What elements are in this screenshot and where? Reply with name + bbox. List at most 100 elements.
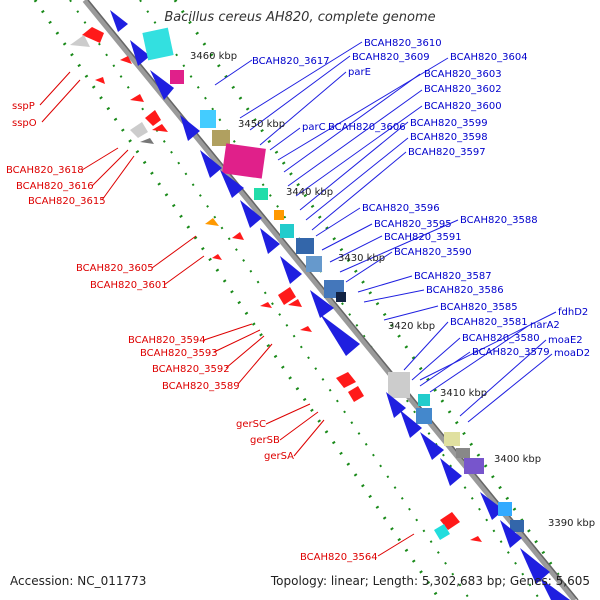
scale-label: 3420 kbp [388,321,435,332]
reverse-gene [120,56,132,64]
forward-gene [500,520,522,548]
gene-label: BCAH820_3579 [472,347,550,358]
gene-label: BCAH820_3617 [252,56,330,67]
forward-strand-genes [110,10,570,600]
reverse-gene [434,524,450,540]
tick-row-outer-left [33,0,442,600]
forward-gene [310,290,334,318]
reverse-gene [470,536,482,542]
forward-gene [280,224,294,238]
forward-gene [336,292,346,302]
reverse-gene [300,326,312,332]
gene-label: BCAH820_3618 [6,165,84,176]
genome-backbone [82,0,578,600]
forward-gene [416,408,432,424]
gene-label: gerSA [264,451,294,462]
forward-gene [400,410,422,438]
forward-gene [260,228,280,254]
gene-label: moaD2 [554,348,590,359]
reverse-gene [95,77,105,84]
gene-label: sspP [12,101,35,112]
forward-gene [180,115,200,141]
reverse-gene [348,386,364,402]
forward-gene [456,448,470,458]
gene-label: BCAH820_3586 [426,285,504,296]
gene-label: BCAH820_3601 [90,280,168,291]
gene-label: BCAH820_3589 [162,381,240,392]
gene-label: gerSB [250,435,280,446]
reverse-gene-labels: sspP sspO BCAH820_3618 BCAH820_3616 BCAH… [6,101,378,563]
gene-label: BCAH820_3564 [300,552,378,563]
gene-label: BCAH820_3596 [362,203,440,214]
gene-label: gerSC [236,419,266,430]
gene-label: BCAH820_3592 [152,364,230,375]
reverse-gene [145,110,161,126]
reverse-gene [336,372,356,388]
gene-label: fdhD2 [558,307,588,318]
forward-gene [130,40,150,66]
forward-gene [200,110,216,128]
gene-label: BCAH820_3599 [410,118,488,129]
reverse-gene [130,122,148,138]
forward-gene [540,578,570,600]
scale-labels: 3460 kbp 3450 kbp 3440 kbp 3430 kbp 3420… [190,51,595,529]
reverse-strand-genes [70,27,482,542]
reverse-gene [232,232,244,240]
gene-label: moaE2 [548,335,583,346]
forward-gene-labels: BCAH820_3617 BCAH820_3610 BCAH820_3609 p… [252,38,590,359]
forward-gene [388,372,410,398]
forward-gene [110,10,128,32]
forward-gene [520,548,550,584]
forward-gene [150,70,174,100]
forward-gene [510,520,524,532]
forward-gene [240,200,262,228]
gene-label: BCAH820_3593 [140,348,218,359]
forward-gene [418,394,430,406]
forward-gene [200,150,222,178]
gene-label: BCAH820_3603 [424,69,502,80]
scale-label: 3440 kbp [286,187,333,198]
forward-leaders [214,41,557,423]
reverse-gene [260,302,272,308]
forward-gene [444,432,460,446]
gene-label: BCAH820_3590 [394,247,472,258]
gene-label: BCAH820_3585 [440,302,518,313]
reverse-gene [212,254,222,260]
gene-label: BCAH820_3616 [16,181,94,192]
forward-gene [220,170,244,198]
reverse-gene [288,299,302,307]
gene-label: parE [348,67,371,78]
scale-label: 3450 kbp [238,119,285,130]
forward-gene [142,27,174,61]
gene-label: BCAH820_3580 [462,333,540,344]
forward-gene [280,256,302,284]
reverse-gene [205,218,219,226]
gene-label: BCAH820_3588 [460,215,538,226]
gene-label: BCAH820_3609 [352,52,430,63]
gene-label: BCAH820_3595 [374,219,452,230]
gene-label: BCAH820_3610 [364,38,442,49]
forward-gene [440,458,462,486]
forward-gene [498,502,512,516]
scale-label: 3400 kbp [494,454,541,465]
forward-gene [464,458,484,474]
map-title: Bacillus cereus AH820, complete genome [164,10,436,25]
reverse-gene [440,512,460,530]
gene-label: BCAH820_3602 [424,84,502,95]
gene-label: BCAH820_3600 [424,101,502,112]
forward-gene [296,238,314,254]
scale-label: 3460 kbp [190,51,237,62]
forward-gene [306,256,322,272]
scale-label: 3430 kbp [338,253,385,264]
gene-label: BCAH820_3606 [328,122,406,133]
gene-label: BCAH820_3615 [28,196,106,207]
reverse-gene [152,124,168,132]
gene-label: BCAH820_3587 [414,271,492,282]
gene-label: BCAH820_3604 [450,52,528,63]
forward-gene [222,143,266,179]
gene-label: parC [302,122,326,133]
reverse-gene [70,35,90,47]
gene-label: BCAH820_3605 [76,263,154,274]
forward-gene [254,188,268,200]
